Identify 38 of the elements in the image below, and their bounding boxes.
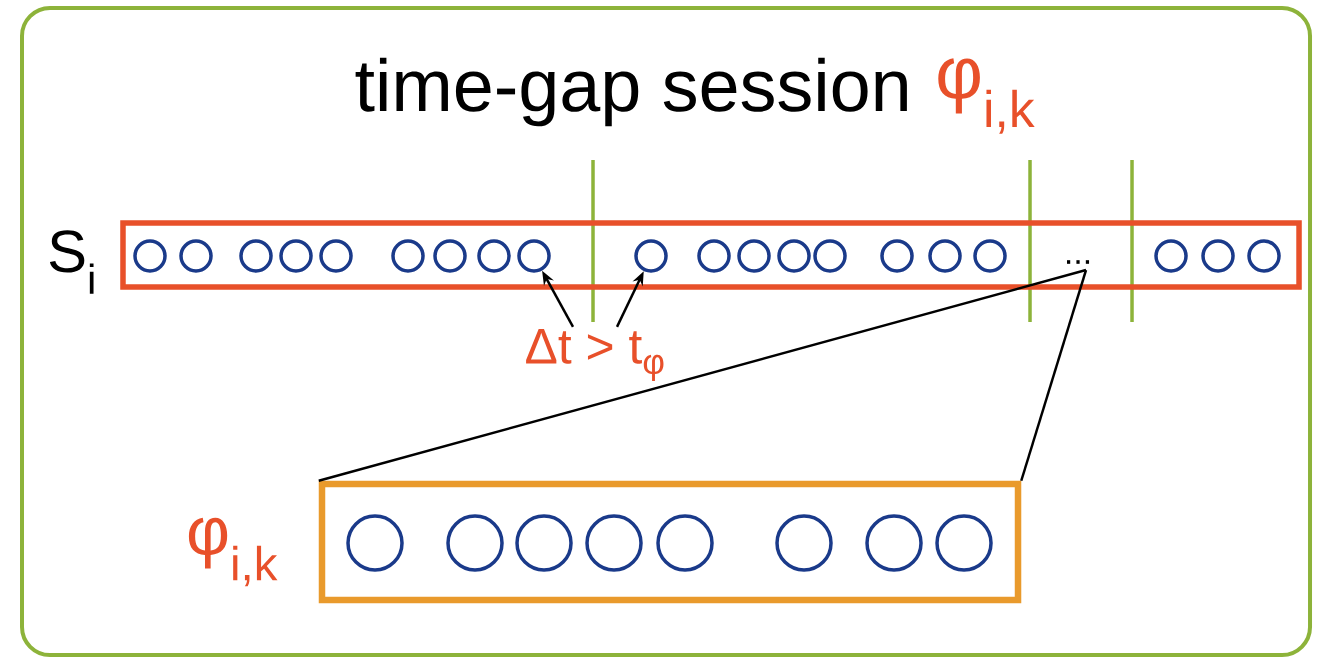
event-circle: [697, 239, 731, 273]
event-circle: [319, 239, 353, 273]
event-circle: [775, 514, 833, 572]
event-circle: [865, 514, 923, 572]
session-box: [318, 480, 1022, 604]
event-circle: [346, 514, 404, 572]
event-circle: [477, 239, 511, 273]
zoom-line: [1020, 269, 1088, 482]
event-circle: [973, 239, 1007, 273]
event-circle: [634, 239, 668, 273]
event-circle: [880, 239, 914, 273]
event-circle: [1154, 239, 1188, 273]
event-circle: [737, 239, 771, 273]
event-circle: [813, 239, 847, 273]
event-circle: [179, 239, 213, 273]
event-circle: [517, 239, 551, 273]
event-circle: [777, 239, 811, 273]
event-circle: [446, 514, 504, 572]
event-circle: [585, 514, 643, 572]
sequence-label: S$_{i}$: [49, 230, 94, 294]
event-circle: [239, 239, 273, 273]
event-circle: [656, 514, 714, 572]
event-circle: [391, 239, 425, 273]
sequence-label: φ$_{i,k}$: [188, 517, 278, 587]
event-circle: [515, 514, 573, 572]
event-circle: [935, 514, 993, 572]
title: time-gap session: [355, 57, 907, 127]
zoom-line: [318, 268, 1087, 482]
event-circle: [1201, 239, 1235, 273]
sequence-box: [120, 220, 1302, 290]
event-circle: [133, 239, 167, 273]
event-circle: [928, 239, 962, 273]
event-circle: [279, 239, 313, 273]
gap-condition: Δt > t$_{φ}$: [526, 329, 664, 381]
ellipsis-text: ...: [1067, 260, 1090, 264]
event-circle: [433, 239, 467, 273]
event-circle: [1247, 239, 1281, 273]
session-symbol: φ$_{i,k}$: [938, 58, 1035, 134]
